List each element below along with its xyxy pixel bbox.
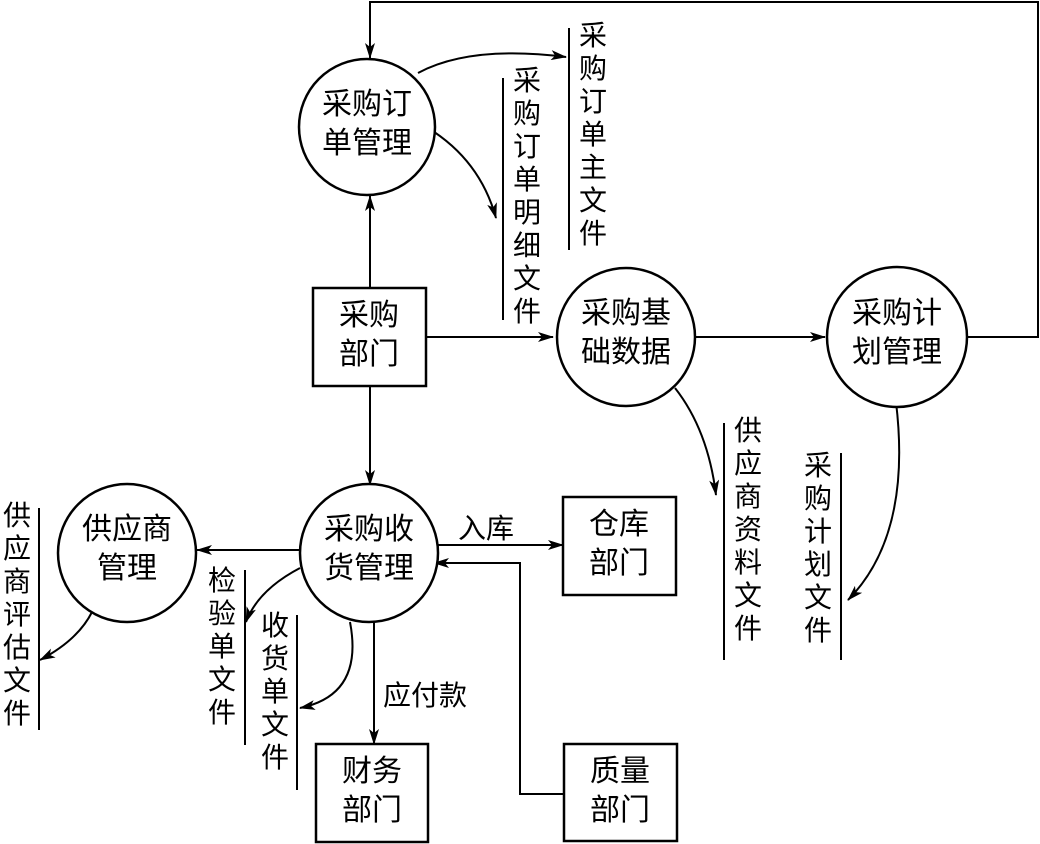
basic-data-label-1: 采购基 xyxy=(581,296,671,331)
finance-dept-label-1: 财务 xyxy=(342,754,402,789)
flow-receiving-to-inspection-file xyxy=(245,567,301,623)
quality-dept-label-2: 部门 xyxy=(590,793,650,828)
finance-dept-label-2: 部门 xyxy=(342,793,402,828)
process-order-management xyxy=(297,57,437,197)
receiving-mgmt-label-1: 采购收 xyxy=(324,512,414,547)
process-plan-management xyxy=(825,265,969,409)
supplier-mgmt-label-2: 管理 xyxy=(97,551,157,586)
flow-receiving-to-receipt-file xyxy=(299,621,354,710)
supplier-mgmt-label-1: 供应商 xyxy=(82,512,172,547)
store-supplier-eval-label: 供应商评估文件 xyxy=(3,499,31,730)
flow-supplier-to-eval-file xyxy=(39,611,93,661)
plan-mgmt-label-1: 采购计 xyxy=(852,296,942,331)
store-plan-file-label: 采购计划文件 xyxy=(804,449,832,647)
warehouse-dept-label-2: 部门 xyxy=(589,546,649,581)
flow-quality-to-receiving xyxy=(433,558,564,795)
order-mgmt-label-2: 单管理 xyxy=(322,126,412,161)
warehouse-dept-label-1: 仓库 xyxy=(589,507,649,542)
store-receipt-label: 收货单文件 xyxy=(261,609,289,774)
flow-label-warehousing: 入库 xyxy=(458,512,514,545)
store-order-detail-label: 采购订单明细文件 xyxy=(513,64,541,328)
entity-warehouse-dept xyxy=(561,495,678,597)
store-order-master-label: 采购订单主文件 xyxy=(579,19,607,250)
flow-plan-loop-to-order xyxy=(365,1,1039,338)
plan-mgmt-label-2: 划管理 xyxy=(852,335,942,370)
flow-label-payables: 应付款 xyxy=(383,679,467,712)
entity-purchasing-dept xyxy=(311,286,428,388)
store-supplier-info-label: 供应商资料文件 xyxy=(734,414,762,645)
process-supplier-management xyxy=(56,482,198,624)
order-mgmt-label-1: 采购订 xyxy=(322,87,412,122)
receiving-mgmt-label-2: 货管理 xyxy=(324,551,414,586)
flow-order-to-detail-file xyxy=(427,127,497,219)
flow-plan-to-plan-file xyxy=(847,401,901,601)
basic-data-label-2: 础数据 xyxy=(581,335,671,370)
store-inspection-label: 检验单文件 xyxy=(208,564,236,729)
flow-basic-to-supplier-file xyxy=(674,387,720,496)
purchasing-dept-label-2: 部门 xyxy=(339,337,399,372)
purchasing-dept-label-1: 采购 xyxy=(339,298,399,333)
entity-finance-dept xyxy=(314,742,430,844)
entity-quality-dept xyxy=(562,742,679,843)
process-receiving-management xyxy=(298,482,440,624)
process-basic-data xyxy=(555,266,697,408)
flow-order-to-master-file xyxy=(417,50,567,74)
quality-dept-label-1: 质量 xyxy=(590,754,650,789)
